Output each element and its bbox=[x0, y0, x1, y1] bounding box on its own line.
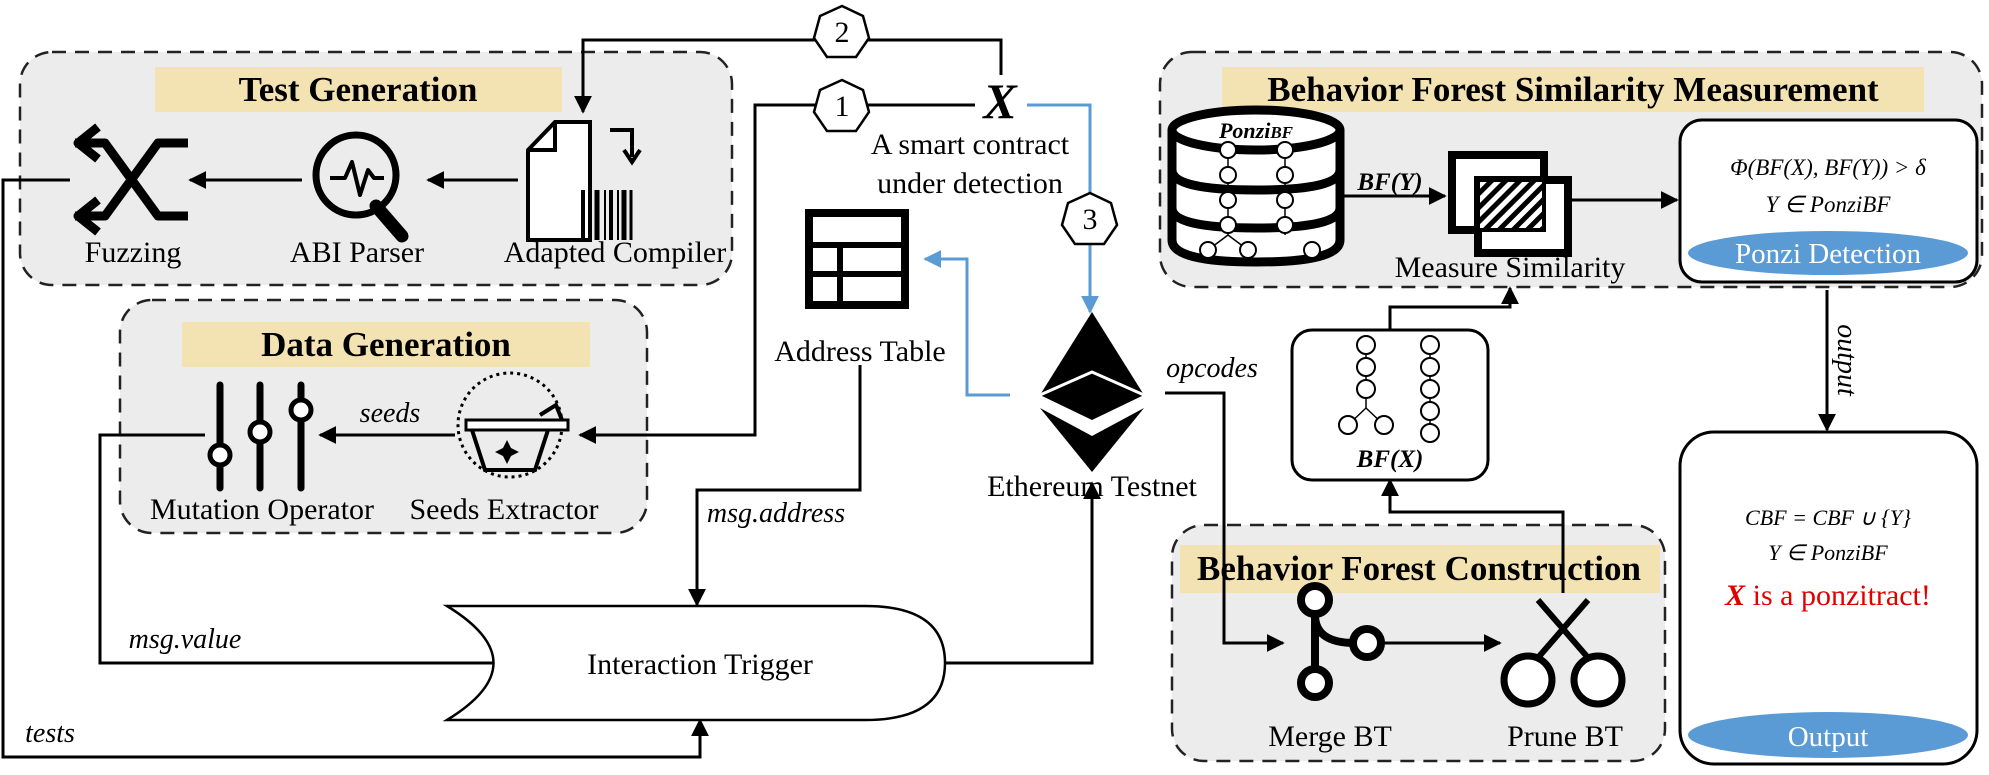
similarity-formula-2: Y ∈ PonziBF bbox=[1766, 192, 1892, 217]
similarity-title: Behavior Forest Similarity Measurement bbox=[1267, 70, 1879, 109]
result-formula-1: CBF = CBF ∪ {Y} bbox=[1745, 505, 1911, 530]
verdict-text: X is a ponzitract! bbox=[1724, 579, 1931, 612]
fuzzing-label: Fuzzing bbox=[85, 236, 182, 269]
adapted-compiler-label: Adapted Compiler bbox=[504, 236, 726, 269]
bf-y-label: BF(Y) bbox=[1356, 169, 1422, 196]
ethereum-icon bbox=[1039, 312, 1145, 472]
bfx-to-measure bbox=[1388, 286, 1519, 330]
seeds-label: seeds bbox=[360, 398, 421, 429]
step2-connector bbox=[574, 38, 1003, 114]
msg-value-connector bbox=[98, 433, 540, 672]
data-generation-title: Data Generation bbox=[261, 325, 511, 364]
bf-x-box: BF(X) bbox=[1290, 328, 1490, 482]
prune-bt-label: Prune BT bbox=[1507, 720, 1623, 753]
output-vertical-label: output bbox=[1831, 324, 1862, 397]
msg-value-label: msg.value bbox=[129, 624, 242, 655]
ponzi-detection-label: Ponzi Detection bbox=[1735, 238, 1922, 270]
similarity-formula-1: Φ(BF(X), BF(Y)) > δ bbox=[1730, 155, 1926, 180]
contract-caption-line1: A smart contract bbox=[871, 128, 1070, 161]
msg-address-label: msg.address bbox=[707, 498, 845, 529]
output-button-label: Output bbox=[1788, 721, 1869, 753]
ponzi-bf-db-label: PonziBF bbox=[1218, 118, 1294, 143]
svg-text:1: 1 bbox=[835, 90, 850, 123]
seeds-extractor-icon bbox=[456, 371, 570, 479]
result-formula-2: Y ∈ PonziBF bbox=[1768, 540, 1888, 565]
bf-x-label: BF(X) bbox=[1356, 446, 1424, 473]
scissors-icon bbox=[1500, 598, 1626, 708]
ethereum-to-address-table bbox=[923, 250, 1010, 397]
analysis-magnifier-icon bbox=[312, 131, 409, 243]
similarity-result-box: Φ(BF(X), BF(Y)) > δ Y ∈ PonziBF Ponzi De… bbox=[1678, 118, 1979, 284]
measure-similarity-label: Measure Similarity bbox=[1395, 251, 1626, 284]
mutation-operator-label: Mutation Operator bbox=[150, 493, 374, 526]
ethereum-label: Ethereum Testnet bbox=[987, 470, 1197, 503]
address-table-label: Address Table bbox=[774, 335, 945, 368]
output-button-shape bbox=[1688, 712, 1968, 758]
trigger-to-ethereum bbox=[945, 481, 1101, 665]
prune-to-bfx bbox=[1381, 478, 1565, 593]
msg-address-connector bbox=[688, 365, 862, 607]
tests-label: tests bbox=[25, 718, 75, 749]
shuffle-icon bbox=[73, 123, 188, 236]
step-1-badge: 1 bbox=[812, 78, 871, 133]
step-3-badge: 3 bbox=[1060, 191, 1119, 246]
opcodes-label: opcodes bbox=[1166, 353, 1258, 384]
abi-parser-label: ABI Parser bbox=[290, 236, 424, 269]
data-generation-panel: Data Generation bbox=[118, 298, 649, 535]
step-2-badge: 2 bbox=[812, 4, 871, 59]
interaction-trigger-shape bbox=[442, 604, 947, 722]
contract-caption-line2: under detection bbox=[877, 167, 1063, 200]
test-generation-title: Test Generation bbox=[239, 70, 478, 109]
output-box: CBF = CBF ∪ {Y} Y ∈ PonziBF X is a ponzi… bbox=[1678, 430, 1979, 766]
tests-connector bbox=[1, 178, 709, 759]
contract-x-symbol: X bbox=[981, 73, 1018, 129]
measure-similarity-icon bbox=[1448, 151, 1572, 257]
ponzi-bf-database-icon: PonziBF bbox=[1167, 105, 1345, 267]
interaction-trigger-label: Interaction Trigger bbox=[587, 648, 813, 681]
merge-bt-label: Merge BT bbox=[1268, 720, 1392, 753]
svg-text:3: 3 bbox=[1083, 203, 1098, 236]
mixer-sliders-icon bbox=[207, 381, 314, 492]
merge-branch-icon bbox=[1297, 582, 1385, 701]
construction-title: Behavior Forest Construction bbox=[1197, 549, 1641, 588]
address-table-icon bbox=[805, 209, 909, 309]
seeds-extractor-label: Seeds Extractor bbox=[409, 493, 598, 526]
svg-text:2: 2 bbox=[835, 16, 850, 49]
opcodes-connector bbox=[1165, 391, 1285, 652]
ponzi-detection-pill bbox=[1688, 231, 1968, 275]
compiler-document-icon bbox=[526, 120, 642, 242]
